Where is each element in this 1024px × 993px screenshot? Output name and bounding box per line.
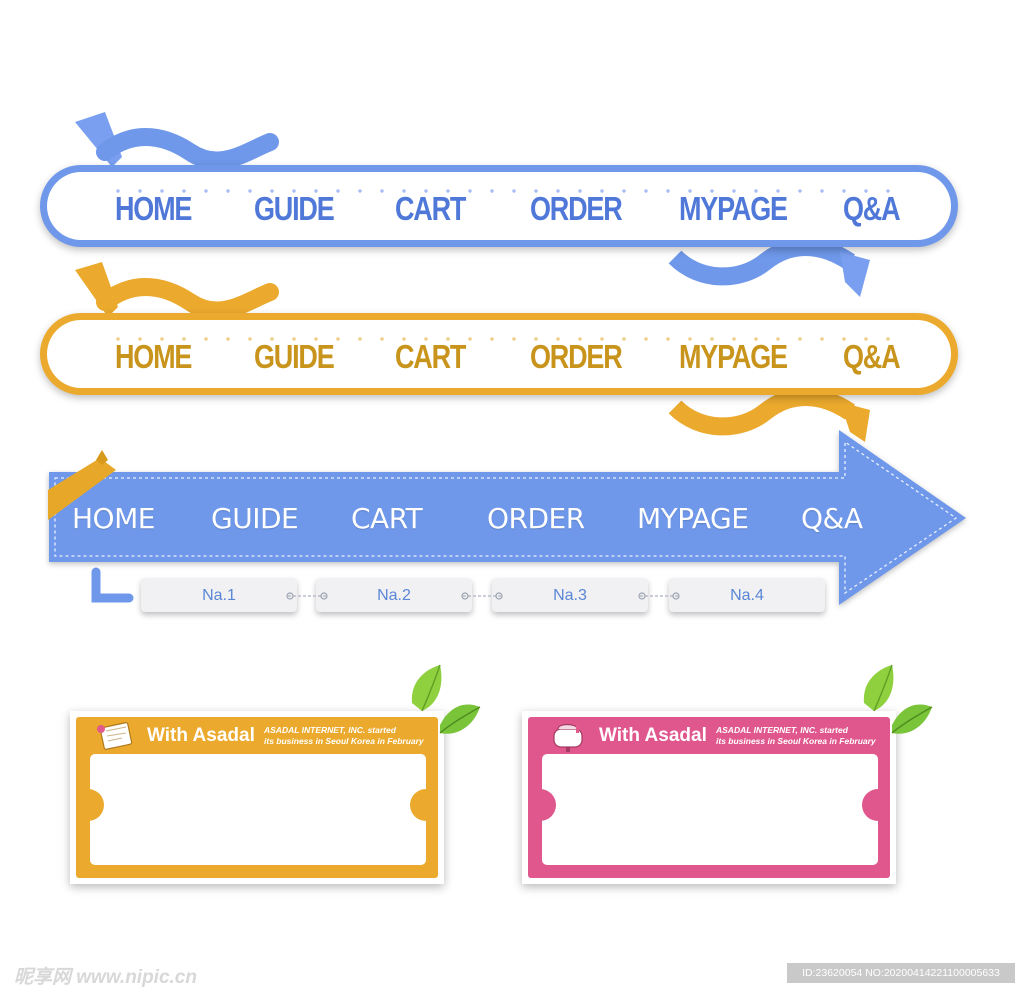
watermark-left: 昵享网 www.nipic.cn: [14, 967, 197, 988]
blue-nav-inner: [47, 172, 951, 240]
gold-card-notch-left: [76, 789, 104, 821]
blue-nav-dots: [107, 186, 891, 196]
gold-card-subtitle-line2: its business in Seoul Korea in February: [264, 736, 424, 746]
blue-nav-guide[interactable]: GUIDE: [254, 190, 335, 228]
arrow-nav-guide[interactable]: GUIDE: [211, 502, 299, 535]
arrow-nav-mypage[interactable]: MYPAGE: [637, 502, 749, 535]
gold-card-notch-right: [410, 789, 438, 821]
gold-card-subtitle-line1: ASADAL INTERNET, INC. started: [264, 725, 396, 735]
blue-ribbon-decoration: [75, 112, 870, 297]
gold-card: With Asadal ASADAL INTERNET, INC. starte…: [70, 711, 444, 884]
gold-nav-home[interactable]: HOME: [115, 338, 192, 376]
pink-card-title: With Asadal: [599, 725, 707, 746]
pink-card-notch-right: [862, 789, 890, 821]
blue-nav-qa[interactable]: Q&A: [843, 190, 901, 228]
gold-card-panel: [90, 754, 426, 865]
gold-ribbon-decoration: [75, 262, 870, 442]
blue-nav-mypage[interactable]: MYPAGE: [679, 190, 788, 228]
blue-nav-cart[interactable]: CART: [395, 190, 466, 228]
pink-card-subtitle: ASADAL INTERNET, INC. started its busine…: [716, 725, 876, 747]
pink-card-subtitle-line1: ASADAL INTERNET, INC. started: [716, 725, 848, 735]
gold-nav-inner: [47, 320, 951, 388]
blue-nav-order[interactable]: ORDER: [530, 190, 623, 228]
tab-connector-3: [638, 592, 680, 600]
pink-card-notch-left: [528, 789, 556, 821]
arrow-nav-qa[interactable]: Q&A: [801, 502, 863, 535]
gold-nav-mypage[interactable]: MYPAGE: [679, 338, 788, 376]
tab-na1[interactable]: Na.1: [141, 578, 297, 612]
watermark-right: ID:23620054 NO:20200414221100005633: [787, 963, 1015, 983]
gold-card-leaf-icon: [411, 664, 481, 734]
arrow-nav-order[interactable]: ORDER: [487, 502, 585, 535]
arrow-nav-shape: [48, 430, 966, 605]
gold-nav-qa[interactable]: Q&A: [843, 338, 901, 376]
gold-nav-guide[interactable]: GUIDE: [254, 338, 335, 376]
tab-na3[interactable]: Na.3: [492, 578, 648, 612]
gold-nav-bar: HOME GUIDE CART ORDER MYPAGE Q&A: [40, 313, 958, 395]
gold-card-subtitle: ASADAL INTERNET, INC. started its busine…: [264, 725, 424, 747]
gold-nav-dots: [107, 334, 891, 344]
pink-card-leaf-icon: [863, 664, 933, 734]
mailbox-icon: [553, 723, 583, 752]
blue-nav-bar: HOME GUIDE CART ORDER MYPAGE Q&A: [40, 165, 958, 247]
tab-connector-1: [286, 592, 328, 600]
gold-card-title: With Asadal: [147, 725, 255, 746]
tab-na4[interactable]: Na.4: [669, 578, 825, 612]
gold-nav-cart[interactable]: CART: [395, 338, 466, 376]
pink-card-subtitle-line2: its business in Seoul Korea in February: [716, 736, 876, 746]
gold-nav-order[interactable]: ORDER: [530, 338, 623, 376]
tab-na2[interactable]: Na.2: [316, 578, 472, 612]
tab-connector-2: [461, 592, 503, 600]
blue-nav-home[interactable]: HOME: [115, 190, 192, 228]
arrow-nav-cart[interactable]: CART: [351, 502, 423, 535]
pink-card: With Asadal ASADAL INTERNET, INC. starte…: [522, 711, 896, 884]
letter-icon: [97, 722, 133, 750]
arrow-nav-home[interactable]: HOME: [72, 502, 155, 535]
pink-card-panel: [542, 754, 878, 865]
